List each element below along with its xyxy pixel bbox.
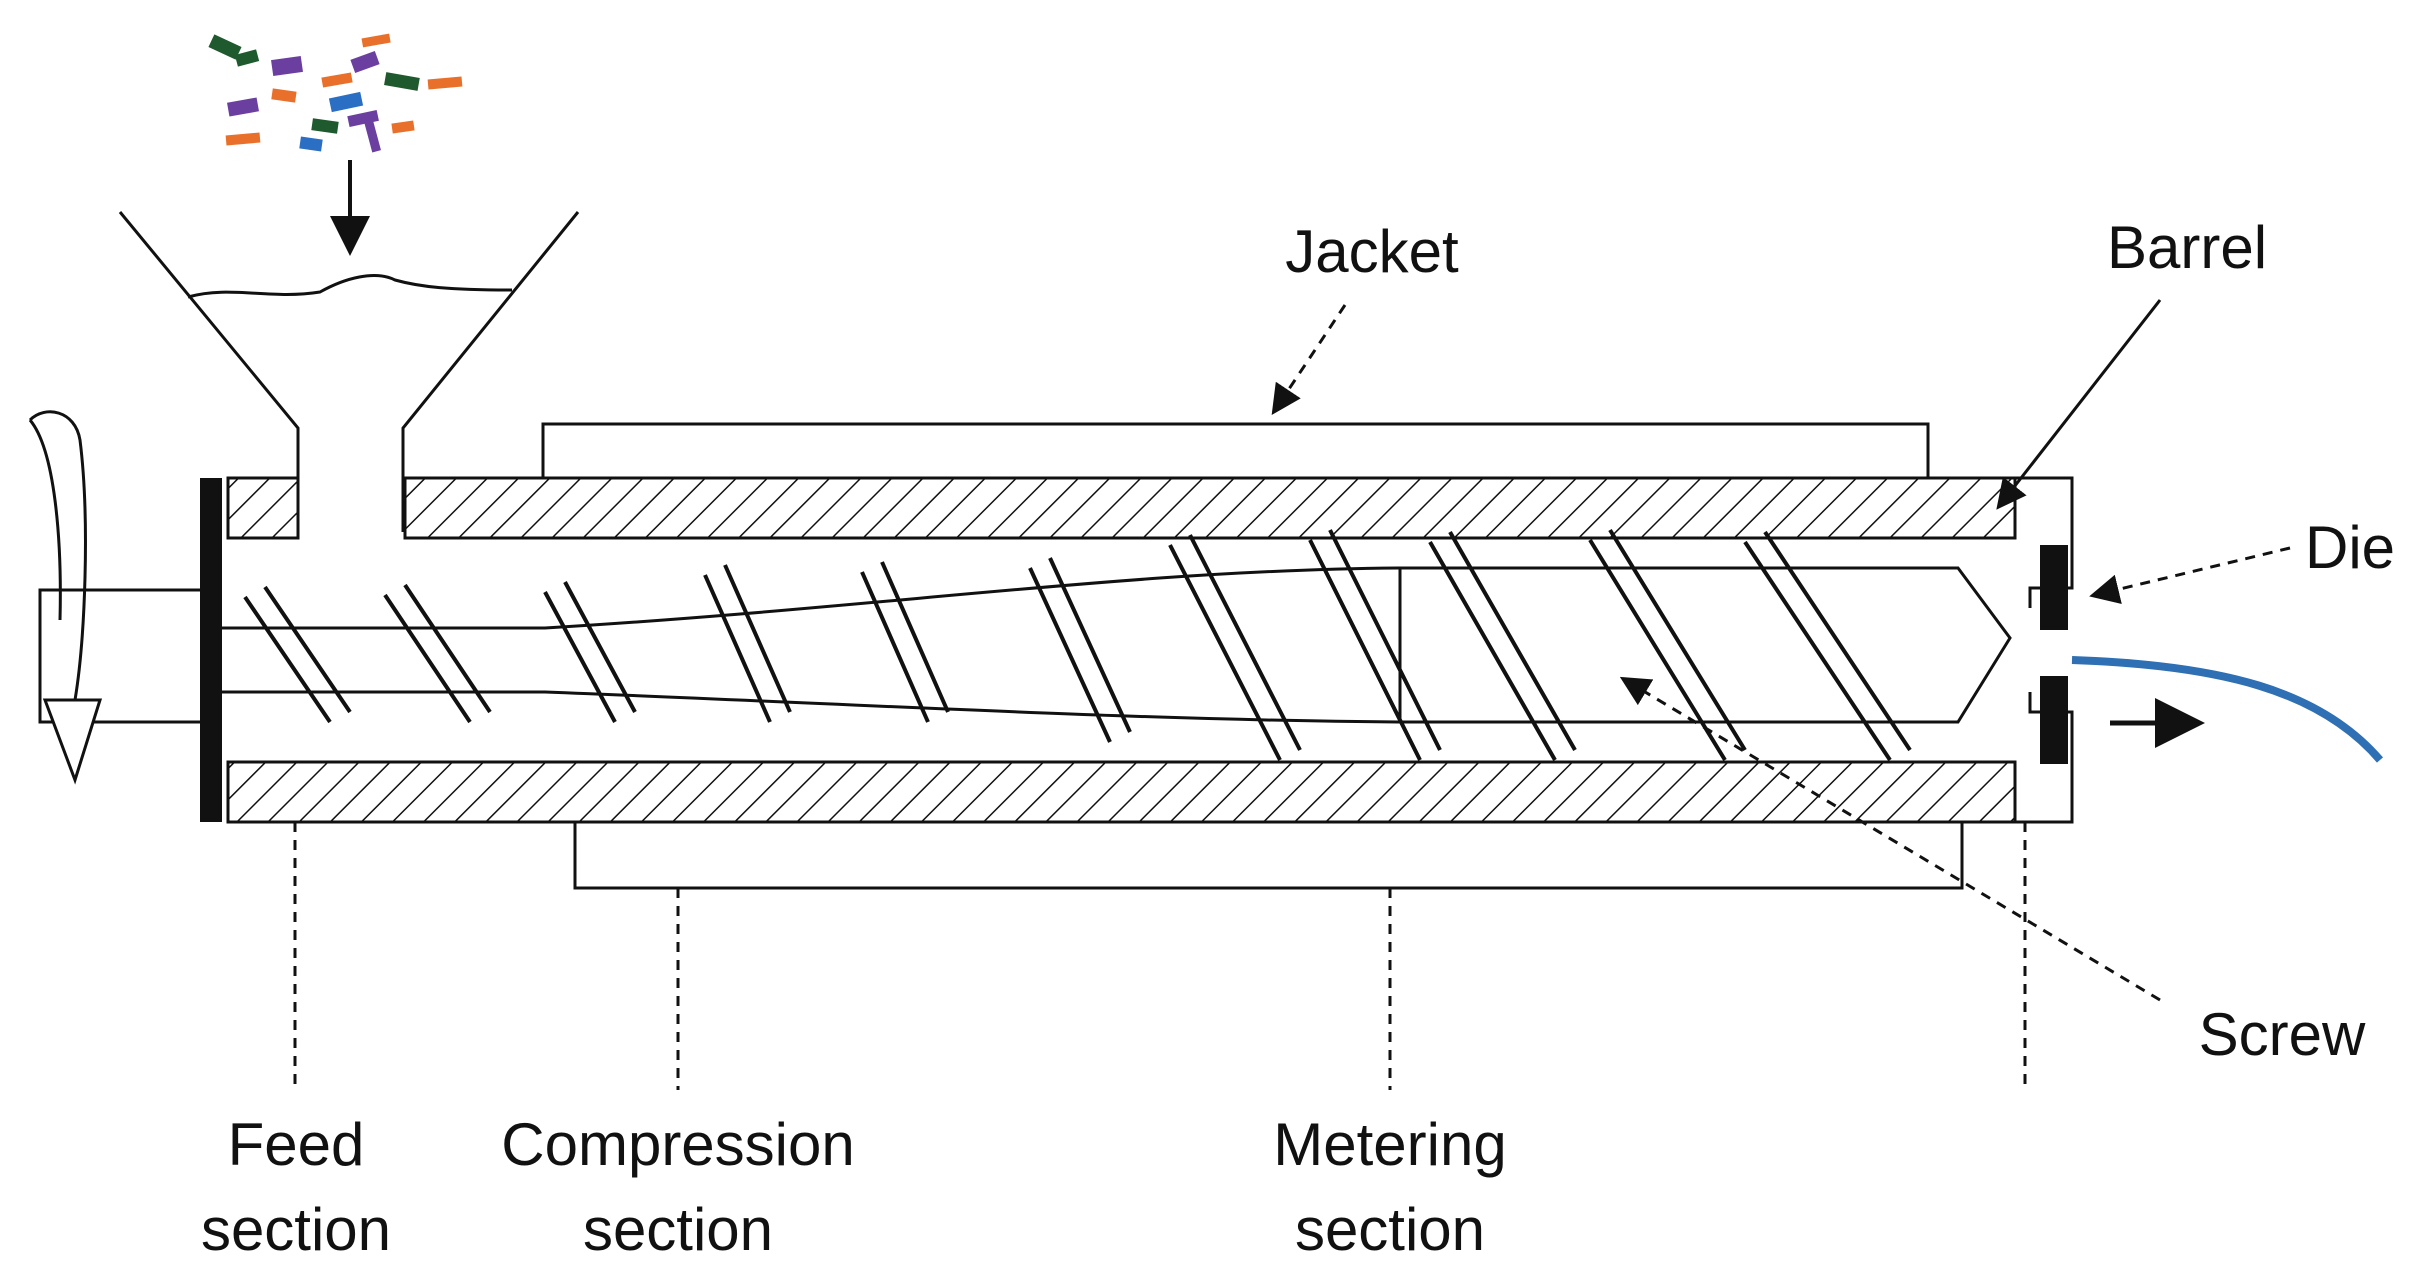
- die: [2015, 476, 2074, 824]
- label-barrel: Barrel: [2107, 214, 2267, 281]
- label-jacket: Jacket: [1285, 218, 1459, 285]
- label-feed-section-line-2: section: [201, 1196, 391, 1263]
- rotation-arrow: [28, 410, 103, 785]
- label-die: Die: [2305, 514, 2395, 581]
- screw: [38, 478, 2012, 822]
- plastic-pellets: [208, 33, 463, 153]
- label-compression-section-line-1: Compression: [501, 1111, 854, 1178]
- jacket: [541, 422, 1964, 890]
- label-compression-section-line-2: section: [583, 1196, 773, 1263]
- label-metering-section-line-2: section: [1295, 1196, 1485, 1263]
- leader-lines: [293, 299, 2291, 1090]
- extrudate: [2071, 656, 2384, 763]
- label-screw: Screw: [2199, 1001, 2366, 1068]
- label-metering-section-line-1: Metering: [1273, 1111, 1506, 1178]
- label-feed-section-line-1: Feed: [228, 1111, 365, 1178]
- barrel: [226, 476, 2017, 824]
